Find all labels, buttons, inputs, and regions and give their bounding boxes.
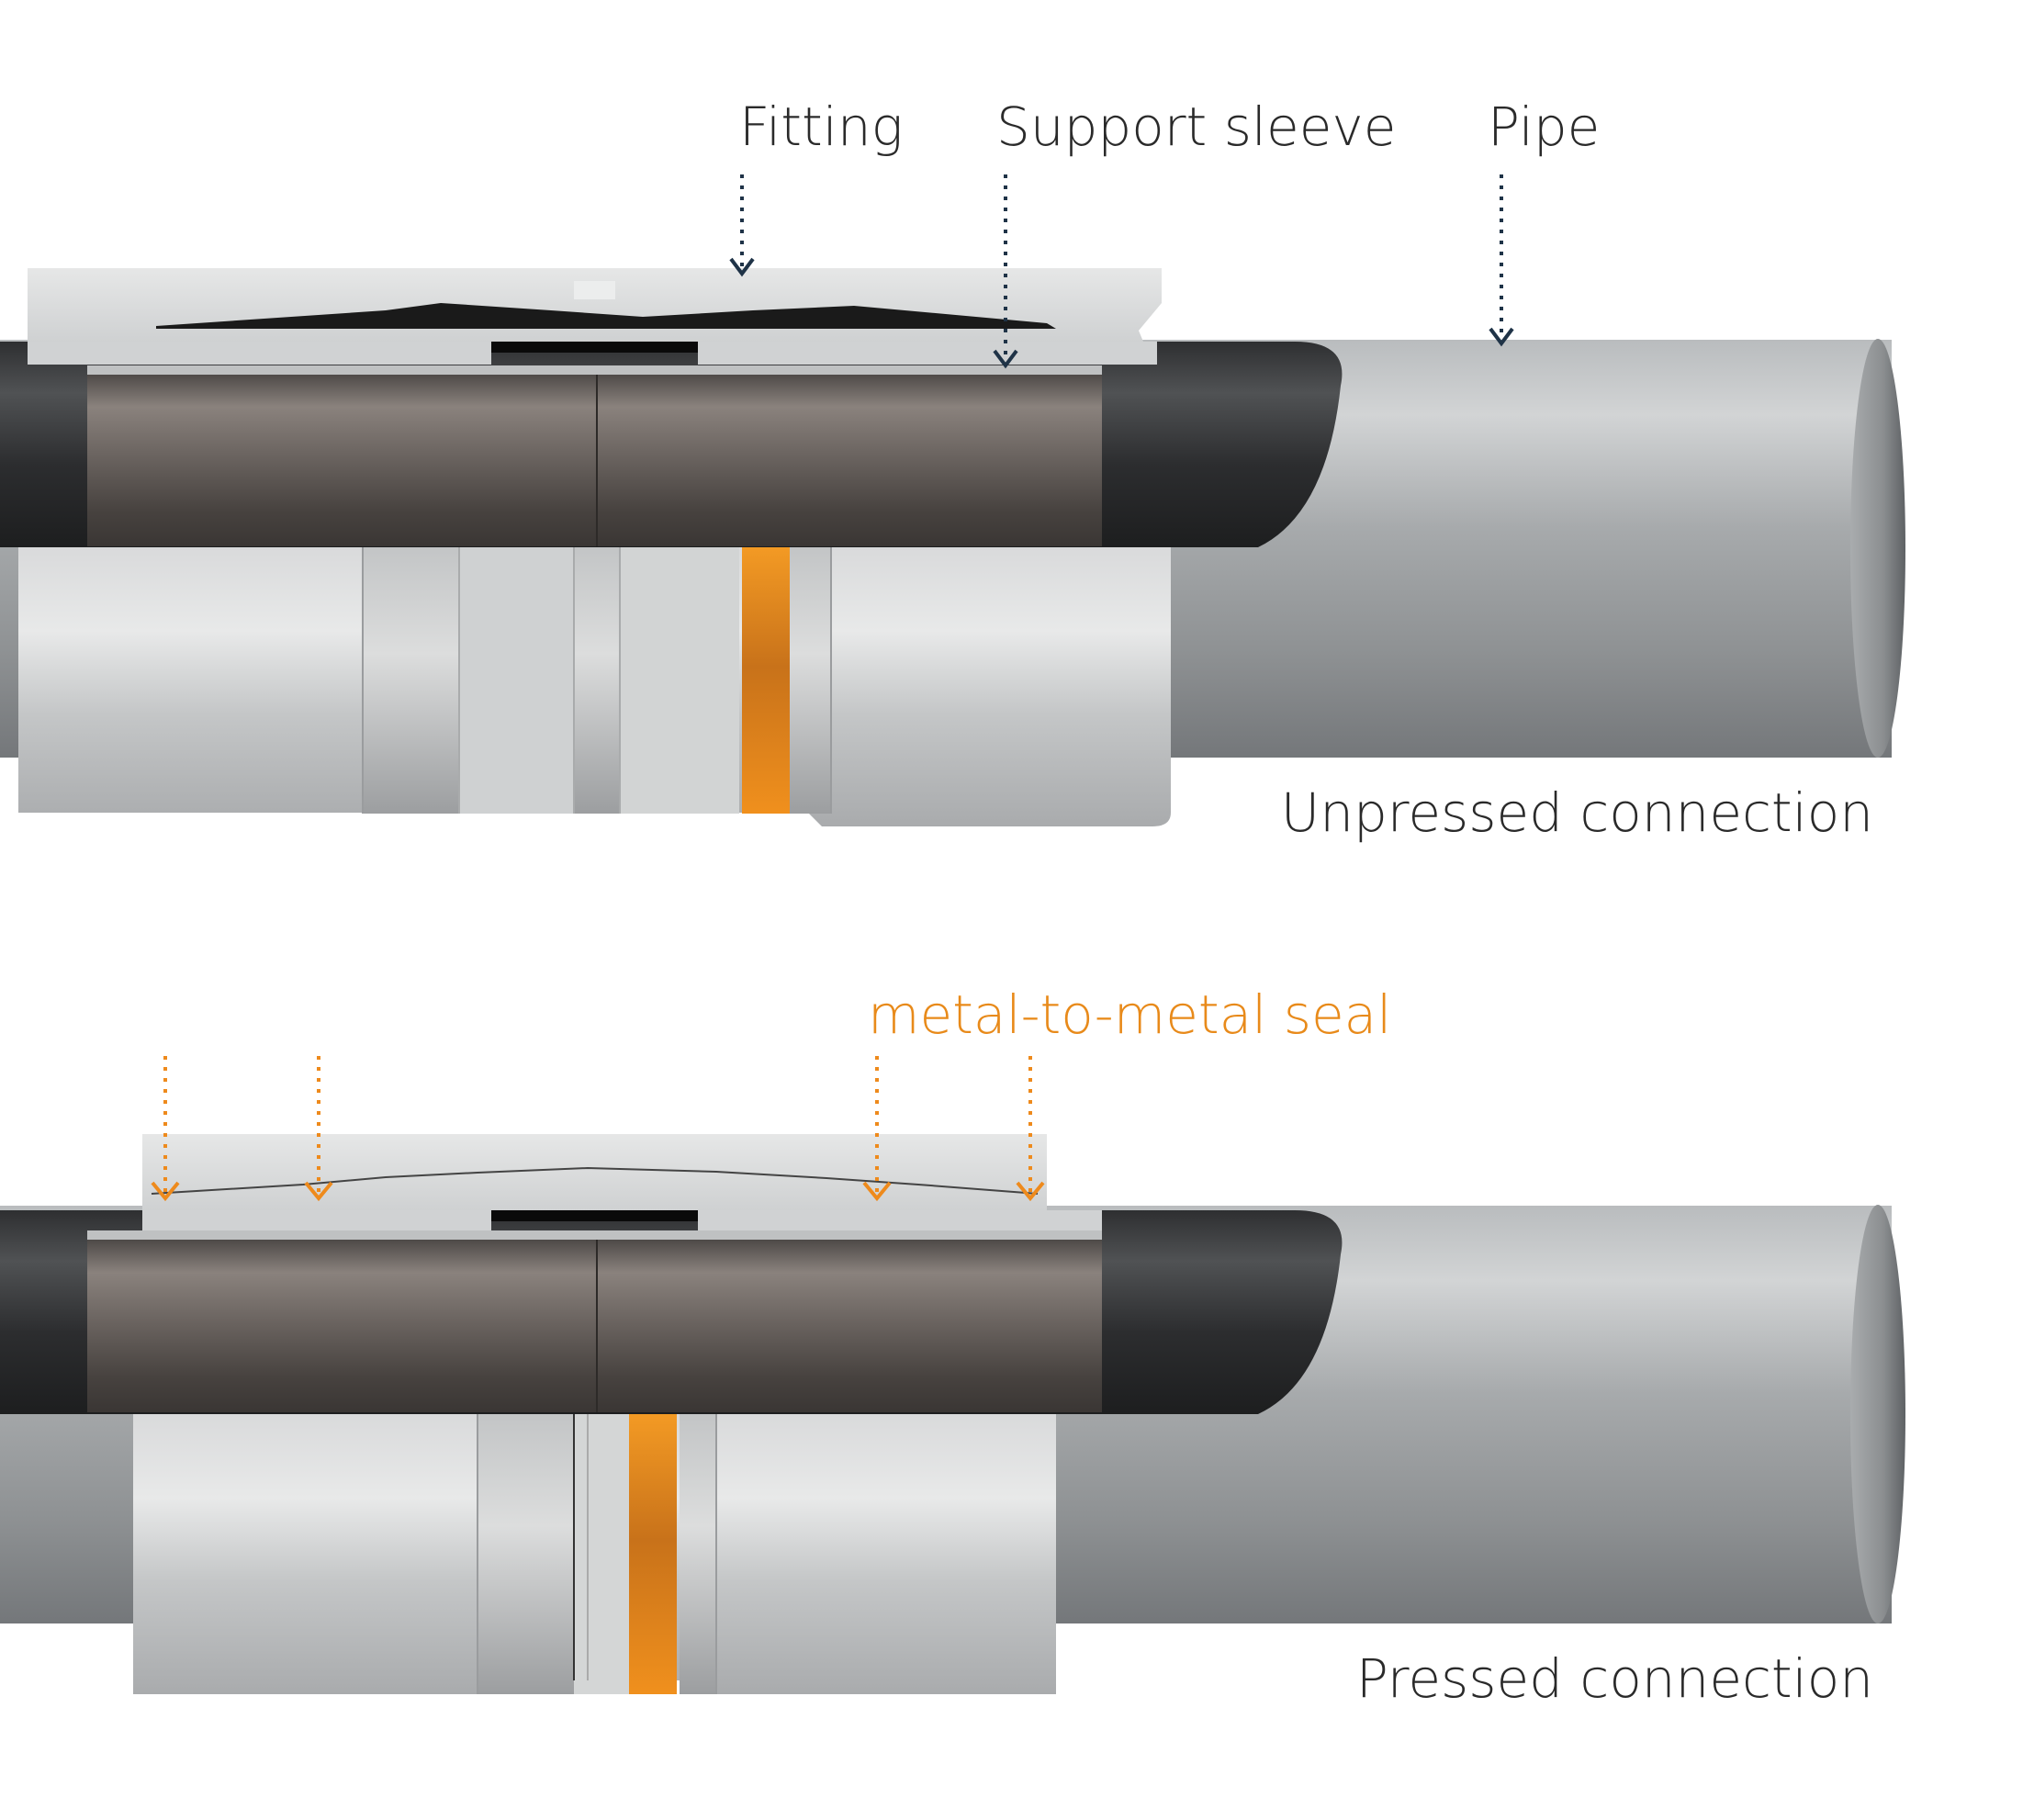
fitting-arrowhead-icon: [729, 257, 755, 277]
seal-arrows: [163, 1056, 1032, 1194]
unpressed-support-sleeve: [87, 372, 1102, 546]
pipe-arrowhead-icon: [1489, 327, 1514, 347]
upper-arrows: [740, 174, 1503, 360]
seal-arrowhead-icon: [862, 1181, 892, 1202]
unpressed-seal-ring: [742, 547, 790, 814]
fitting-label: Fitting: [739, 95, 903, 158]
unpressed-fitting-section: [28, 268, 1162, 342]
support-sleeve-label: Support sleeve: [996, 95, 1396, 158]
pressed-support-sleeve: [87, 1238, 1102, 1412]
unpressed-assembly: [0, 268, 1905, 826]
seal-arrowhead-icon: [304, 1181, 333, 1202]
pressed-assembly: [0, 1134, 1905, 1694]
unpressed-pipe-end: [1850, 339, 1905, 758]
seal-label: metal-to-metal seal: [868, 983, 1391, 1046]
pressed-fitting-section: [142, 1134, 1047, 1210]
unpressed-connection-label: Unpressed connection: [1281, 781, 1873, 844]
seal-arrowhead-icon: [151, 1181, 180, 1202]
seal-arrowhead-icon: [1016, 1181, 1045, 1202]
pressed-pipe-end: [1850, 1205, 1905, 1623]
pressed-seal-ring: [629, 1414, 677, 1694]
support-sleeve-arrowhead-icon: [993, 349, 1018, 369]
pressed-connection-label: Pressed connection: [1356, 1647, 1873, 1710]
upper-arrowheads: [729, 257, 1514, 369]
seal-arrowheads: [151, 1181, 1045, 1202]
pipe-label: Pipe: [1488, 95, 1600, 158]
